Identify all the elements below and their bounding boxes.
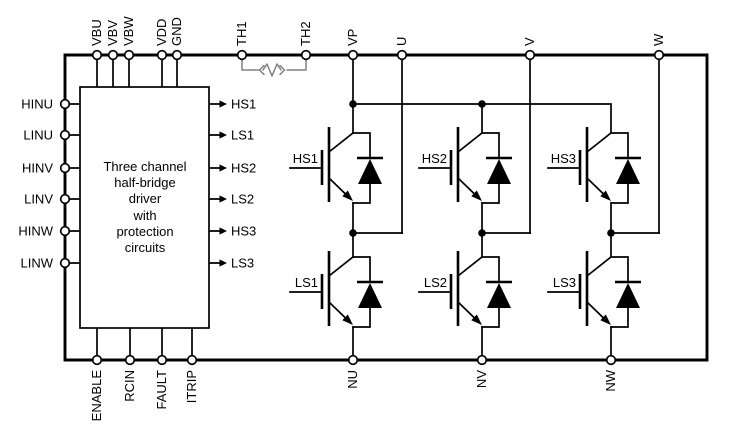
arrow-icon (219, 100, 227, 108)
igbt-label-hs2: HS2 (422, 151, 447, 166)
output-label-ls3: LS3 (231, 256, 254, 271)
arrow-icon (219, 259, 227, 267)
pin-label-vdd: VDD (154, 19, 169, 46)
thermistor-icon (241, 58, 307, 77)
pin-label-nu: NU (345, 370, 360, 389)
pin-terminals (59, 49, 665, 366)
pin-nv (476, 354, 488, 366)
arrow-icon (219, 227, 227, 235)
output-label-hs1: HS1 (231, 97, 256, 112)
output-label-ls1: LS1 (231, 128, 254, 143)
output-label-hs2: HS2 (231, 161, 256, 176)
igbt-label-ls2: LS2 (424, 275, 447, 290)
pin-v (524, 49, 536, 61)
driver-box-line-1: Three channel (103, 159, 186, 174)
pin-label-hinv: HINV (22, 161, 53, 176)
top-pin-labels: VBU VBV VBW VDD GND TH1 TH2 VP U V W (89, 16, 666, 46)
junction-dots (349, 100, 615, 237)
driver-box-label: Three channel half-bridge driver with pr… (103, 159, 186, 255)
output-label-hs3: HS3 (231, 224, 256, 239)
pin-enable (91, 354, 103, 366)
pin-label-hinw: HINW (18, 224, 53, 239)
pin-vdd (156, 49, 168, 61)
driver-box-line-4: with (132, 208, 156, 223)
pin-label-linv: LINV (24, 192, 53, 207)
driver-box-line-2: half-bridge (114, 175, 175, 190)
driver-outputs: HS1 LS1 HS2 LS2 HS3 LS3 (209, 97, 256, 271)
pin-label-th1: TH1 (234, 21, 249, 46)
pin-label-linw: LINW (21, 256, 54, 271)
pin-nw (605, 354, 617, 366)
pin-label-gnd: GND (169, 17, 184, 46)
bottom-pin-labels: ENABLE RCIN FAULT ITRIP NU NV NW (89, 369, 618, 421)
pin-rcin (124, 354, 136, 366)
pin-th1 (236, 49, 248, 61)
pin-w (653, 49, 665, 61)
pin-label-enable: ENABLE (89, 370, 104, 422)
pin-label-v: V (522, 37, 537, 46)
pin-label-vbw: VBW (121, 16, 136, 46)
pin-label-vp: VP (345, 29, 360, 46)
output-label-ls2: LS2 (231, 192, 254, 207)
pin-itrip (186, 354, 198, 366)
pin-label-u: U (394, 37, 409, 46)
pin-label-hinu: HINU (21, 97, 53, 112)
pin-u (396, 49, 408, 61)
pin-fault (156, 354, 168, 366)
pin-th2 (300, 49, 312, 61)
pin-linv (59, 193, 71, 205)
pin-linw (59, 257, 71, 269)
arrow-icon (219, 164, 227, 172)
pin-label-fault: FAULT (154, 370, 169, 410)
driver-box-line-3: driver (129, 191, 162, 206)
igbt-label-ls1: LS1 (295, 275, 318, 290)
pin-label-itrip: ITRIP (184, 370, 199, 403)
pin-label-nw: NW (603, 369, 618, 391)
pin-hinu (59, 98, 71, 110)
pin-label-w: W (651, 33, 666, 46)
pin-vbu (91, 49, 103, 61)
pin-nu (347, 354, 359, 366)
driver-box-line-6: circuits (125, 240, 166, 255)
pin-gnd (171, 49, 183, 61)
pin-label-th2: TH2 (298, 21, 313, 46)
pin-vbw (123, 49, 135, 61)
pin-label-linu: LINU (23, 128, 53, 143)
igbt-label-hs3: HS3 (551, 151, 576, 166)
pin-hinv (59, 162, 71, 174)
pin-hinw (59, 225, 71, 237)
driver-box-line-5: protection (116, 224, 173, 239)
pin-vp (347, 49, 359, 61)
arrow-icon (219, 131, 227, 139)
arrow-icon (219, 195, 227, 203)
pin-label-nv: NV (474, 370, 489, 388)
pin-linu (59, 129, 71, 141)
igbt-label-ls3: LS3 (553, 275, 576, 290)
igbt-label-hs1: HS1 (293, 151, 318, 166)
pin-vbv (107, 49, 119, 61)
driver-box (79, 86, 210, 329)
left-pin-labels: HINU LINU HINV LINV HINW LINW (18, 97, 53, 271)
pin-label-vbu: VBU (89, 19, 104, 46)
pin-label-vbv: VBV (105, 20, 120, 46)
pin-label-rcin: RCIN (122, 370, 137, 402)
